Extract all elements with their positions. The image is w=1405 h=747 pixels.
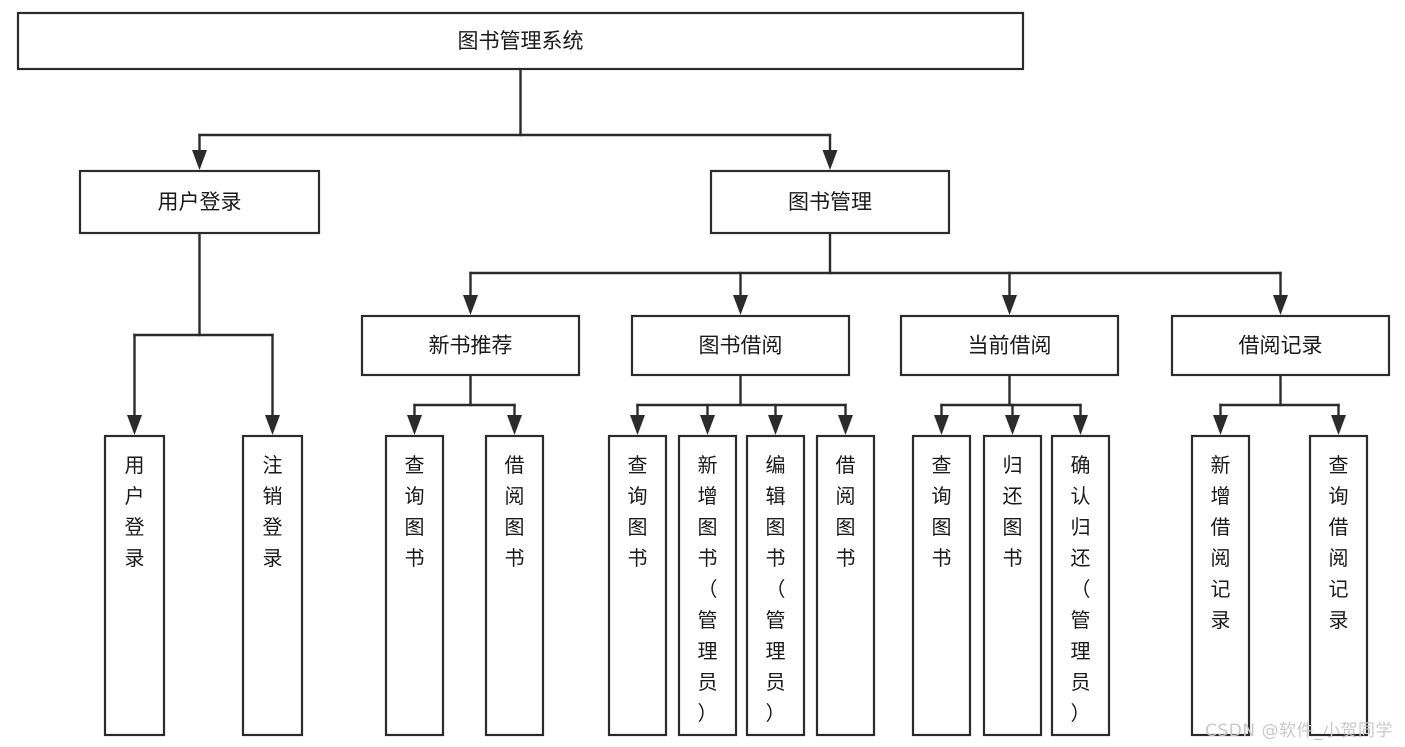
node-box[interactable]: [1308, 434, 1369, 737]
leaf-node[interactable]: 用户登录: [103, 434, 166, 737]
arrow-head-icon: [265, 415, 280, 435]
node-box[interactable]: [360, 314, 581, 377]
node-label: 新书推荐: [429, 334, 513, 358]
arrow-head-icon: [1073, 415, 1088, 435]
watermark-text: CSDN @软件_小贺同学: [1205, 721, 1393, 741]
node-label: 借阅图书: [836, 453, 856, 570]
arrow-head-icon: [1213, 415, 1228, 435]
leaf-node[interactable]: 新增借阅记录: [1190, 434, 1251, 737]
node-label: 图书借阅: [699, 334, 783, 358]
connector-layer: [127, 67, 1346, 435]
node-box[interactable]: [1170, 314, 1391, 377]
node-label: 借阅图书: [505, 453, 525, 570]
node-label: 新增借阅记录: [1211, 453, 1231, 632]
arrow-head-icon: [507, 415, 522, 435]
arrow-head-icon: [838, 415, 853, 435]
arrow-head-icon: [127, 415, 142, 435]
leaf-node[interactable]: 借阅图书: [815, 434, 876, 737]
arrow-head-icon: [768, 415, 783, 435]
node[interactable]: 用户登录: [78, 169, 321, 235]
arrow-head-icon: [1002, 295, 1017, 315]
node-box[interactable]: [630, 314, 851, 377]
arrow-head-icon: [700, 415, 715, 435]
node-label: 借阅记录: [1239, 334, 1323, 358]
node-label: 注销登录: [263, 453, 283, 570]
node[interactable]: 当前借阅: [899, 314, 1120, 377]
leaf-node[interactable]: 查询图书: [911, 434, 972, 737]
node[interactable]: 借阅记录: [1170, 314, 1391, 377]
node-box[interactable]: [815, 434, 876, 737]
arrow-head-icon: [630, 415, 645, 435]
node-label: 当前借阅: [968, 334, 1052, 358]
leaf-node[interactable]: 归还图书: [982, 434, 1043, 737]
leaf-node[interactable]: 注销登录: [241, 434, 304, 737]
arrow-head-icon: [463, 295, 478, 315]
node-label: 查询图书: [628, 453, 648, 570]
node-box[interactable]: [911, 434, 972, 737]
leaf-node[interactable]: 查询图书: [384, 434, 445, 737]
node-box[interactable]: [103, 434, 166, 737]
node-label: 归还图书: [1003, 453, 1023, 570]
node-box[interactable]: [745, 434, 806, 737]
node-label: 用户登录: [125, 453, 145, 570]
node-box[interactable]: [16, 11, 1025, 71]
node-box[interactable]: [1190, 434, 1251, 737]
node-box[interactable]: [899, 314, 1120, 377]
arrow-head-icon: [192, 150, 207, 170]
node-box[interactable]: [677, 434, 738, 737]
node-box[interactable]: [607, 434, 668, 737]
node-label: 图书管理系统: [458, 29, 584, 53]
leaf-node[interactable]: 编辑图书（管理员）: [745, 434, 806, 737]
node-box[interactable]: [709, 169, 951, 235]
arrow-head-icon: [407, 415, 422, 435]
node-box[interactable]: [1050, 434, 1111, 737]
node-label: 图书管理: [788, 190, 872, 214]
node-label: 查询图书: [405, 453, 425, 570]
leaf-node[interactable]: 借阅图书: [484, 434, 545, 737]
arrow-head-icon: [1331, 415, 1346, 435]
arrow-head-icon: [822, 150, 838, 170]
leaf-node[interactable]: 新增图书（管理员）: [677, 434, 738, 737]
leaf-node[interactable]: 查询图书: [607, 434, 668, 737]
node-label: 编辑图书（管理员）: [766, 453, 786, 725]
leaf-node[interactable]: 确认归还（管理员）: [1050, 434, 1111, 737]
arrow-head-icon: [733, 295, 748, 315]
node[interactable]: 图书借阅: [630, 314, 851, 377]
node-label: 确认归还（管理员）: [1071, 453, 1091, 725]
node-label: 查询图书: [932, 453, 952, 570]
node-layer: 图书管理系统用户登录图书管理新书推荐图书借阅当前借阅借阅记录用户登录注销登录查询…: [16, 11, 1391, 737]
node-box[interactable]: [241, 434, 304, 737]
arrow-head-icon: [1005, 415, 1020, 435]
node-label: 查询借阅记录: [1329, 453, 1349, 632]
node-box[interactable]: [78, 169, 321, 235]
node-label: 新增图书（管理员）: [698, 453, 718, 725]
node[interactable]: 新书推荐: [360, 314, 581, 377]
node-box[interactable]: [982, 434, 1043, 737]
node-box[interactable]: [384, 434, 445, 737]
node[interactable]: 图书管理系统: [16, 11, 1025, 71]
leaf-node[interactable]: 查询借阅记录: [1308, 434, 1369, 737]
node-box[interactable]: [484, 434, 545, 737]
node-label: 用户登录: [158, 190, 242, 214]
arrow-head-icon: [934, 415, 949, 435]
arrow-head-icon: [1273, 295, 1288, 315]
node[interactable]: 图书管理: [709, 169, 951, 235]
